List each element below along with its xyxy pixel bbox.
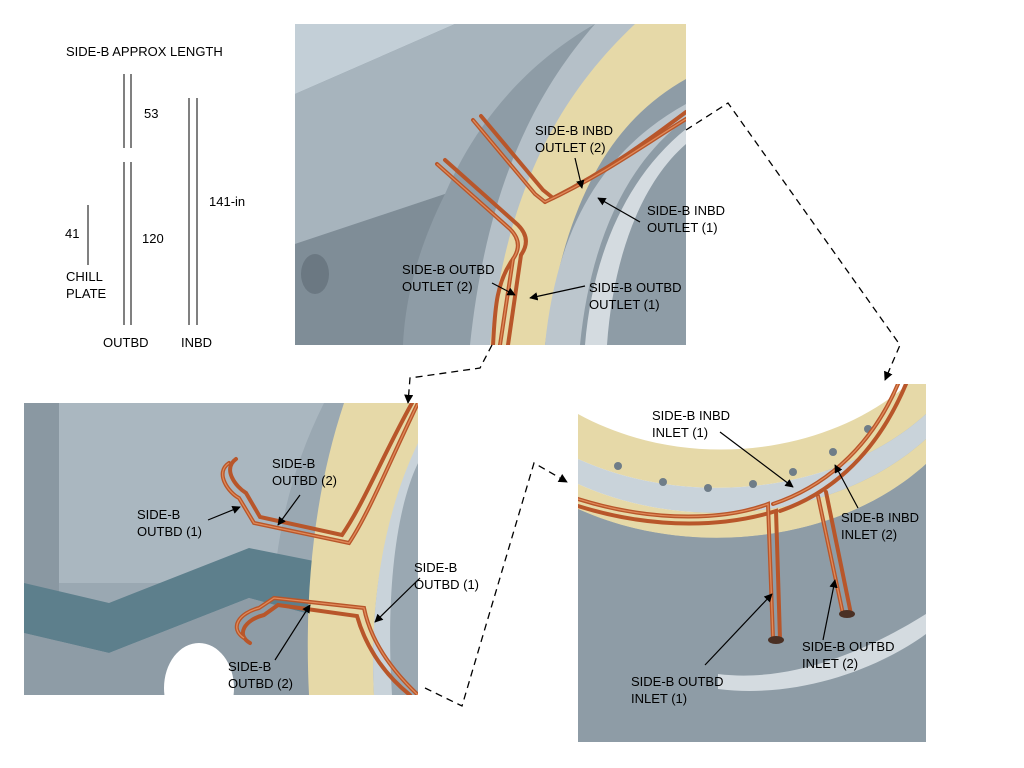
label-line: SIDE-B bbox=[137, 507, 181, 522]
leader-outbd-outlet-2 bbox=[491, 282, 516, 296]
connector-top-to-left bbox=[404, 344, 493, 404]
label-line: OUTBD (2) bbox=[228, 676, 293, 691]
legend-title: SIDE-B APPROX LENGTH bbox=[66, 44, 223, 59]
leader-inbd-inlet-2 bbox=[834, 464, 859, 509]
label-line: INLET (2) bbox=[802, 656, 859, 671]
leader-left-outbd-2-upper bbox=[277, 494, 301, 526]
left-view-render bbox=[24, 403, 418, 695]
label-line: OUTLET (1) bbox=[589, 297, 660, 312]
label-line: SIDE-B INBD bbox=[647, 203, 726, 218]
top-view-graphic bbox=[295, 24, 686, 345]
top-view-render bbox=[295, 24, 686, 345]
label-line: INLET (1) bbox=[652, 425, 709, 440]
legend-outbd: OUTBD bbox=[103, 335, 149, 350]
label-line: SIDE-B OUTBD bbox=[631, 674, 724, 689]
label-line: OUTLET (1) bbox=[647, 220, 718, 235]
label-outbd-inlet-2: SIDE-B OUTBD INLET (2) bbox=[802, 638, 894, 672]
label-left-outbd-2-upper: SIDE-B OUTBD (2) bbox=[272, 455, 337, 489]
label-inbd-outlet-1: SIDE-B INBD OUTLET (1) bbox=[647, 202, 725, 236]
label-line: OUTBD (1) bbox=[414, 577, 479, 592]
label-line: SIDE-B OUTBD bbox=[589, 280, 682, 295]
label-line: SIDE-B bbox=[414, 560, 458, 575]
label-line: SIDE-B INBD bbox=[535, 123, 614, 138]
legend-chill-plate: CHILL PLATE bbox=[66, 268, 106, 302]
legend-41: 41 bbox=[65, 226, 80, 241]
connector-left-to-right bbox=[424, 462, 568, 707]
label-inbd-inlet-2: SIDE-B INBD INLET (2) bbox=[841, 509, 919, 543]
label-left-outbd-1-left: SIDE-B OUTBD (1) bbox=[137, 506, 202, 540]
connector-top-to-right bbox=[685, 102, 901, 381]
leader-outbd-inlet-2 bbox=[822, 579, 838, 641]
leader-inbd-outlet-1 bbox=[597, 197, 641, 223]
label-line: INLET (1) bbox=[631, 691, 688, 706]
label-outbd-outlet-1: SIDE-B OUTBD OUTLET (1) bbox=[589, 279, 681, 313]
label-inbd-inlet-1: SIDE-B INBD INLET (1) bbox=[652, 407, 730, 441]
legend-141: 141-in bbox=[209, 194, 246, 209]
label-left-outbd-2-lower: SIDE-B OUTBD (2) bbox=[228, 658, 293, 692]
leader-inbd-inlet-1 bbox=[719, 431, 794, 488]
label-outbd-inlet-1: SIDE-B OUTBD INLET (1) bbox=[631, 673, 723, 707]
label-line: OUTLET (2) bbox=[402, 279, 473, 294]
label-line: INLET (2) bbox=[841, 527, 898, 542]
leader-left-outbd-1-right bbox=[374, 577, 421, 623]
label-line: SIDE-B INBD bbox=[841, 510, 920, 525]
label-line: SIDE-B bbox=[272, 456, 316, 471]
label-line: OUTBD (2) bbox=[272, 473, 337, 488]
chill-plate-line1: CHILL bbox=[66, 269, 103, 284]
label-line: SIDE-B OUTBD bbox=[802, 639, 895, 654]
left-view-graphic bbox=[24, 403, 418, 695]
label-line: SIDE-B INBD bbox=[652, 408, 731, 423]
label-line: OUTLET (2) bbox=[535, 140, 606, 155]
label-left-outbd-1-right: SIDE-B OUTBD (1) bbox=[414, 559, 479, 593]
label-line: SIDE-B OUTBD bbox=[402, 262, 495, 277]
label-line: SIDE-B bbox=[228, 659, 272, 674]
leader-inbd-outlet-2 bbox=[574, 157, 585, 189]
label-outbd-outlet-2: SIDE-B OUTBD OUTLET (2) bbox=[402, 261, 494, 295]
legend-53: 53 bbox=[144, 106, 159, 121]
label-line: OUTBD (1) bbox=[137, 524, 202, 539]
legend-120: 120 bbox=[142, 231, 164, 246]
leader-outbd-inlet-1 bbox=[704, 593, 773, 666]
legend-inbd: INBD bbox=[181, 335, 213, 350]
legend-lines bbox=[87, 74, 198, 325]
leader-outbd-outlet-1 bbox=[529, 285, 586, 301]
leader-left-outbd-2-lower bbox=[274, 604, 311, 661]
leader-left-outbd-1-left bbox=[207, 505, 241, 521]
chill-plate-line2: PLATE bbox=[66, 286, 107, 301]
label-inbd-outlet-2: SIDE-B INBD OUTLET (2) bbox=[535, 122, 613, 156]
